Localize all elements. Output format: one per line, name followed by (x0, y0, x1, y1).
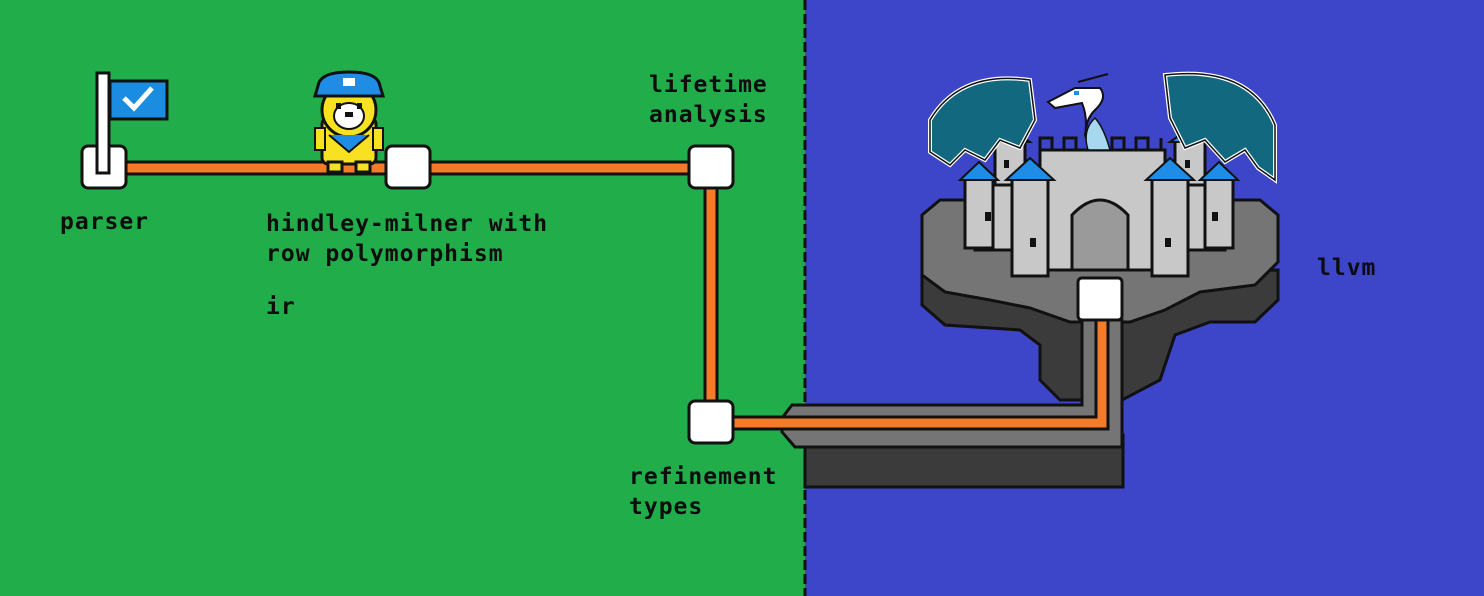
player-bear-icon (312, 70, 386, 174)
level-label-llvm: llvm (1317, 255, 1377, 281)
level-node-lifetime[interactable] (687, 144, 735, 190)
dragon-icon (928, 71, 1277, 184)
level-node-hindley-milner[interactable] (384, 144, 432, 190)
checkmark-flag-icon (95, 71, 169, 175)
level-label-refinement: refinement types (629, 464, 778, 520)
level-label-parser: parser (60, 209, 150, 235)
castle (957, 126, 1241, 278)
level-label-lifetime: lifetime analysis (649, 72, 768, 128)
level-label-hindley-milner: hindley-milner with row polymorphism (266, 211, 549, 267)
level-node-llvm[interactable] (1076, 276, 1124, 322)
level-label-ir: ir (266, 294, 296, 320)
level-node-refinement[interactable] (687, 399, 735, 445)
